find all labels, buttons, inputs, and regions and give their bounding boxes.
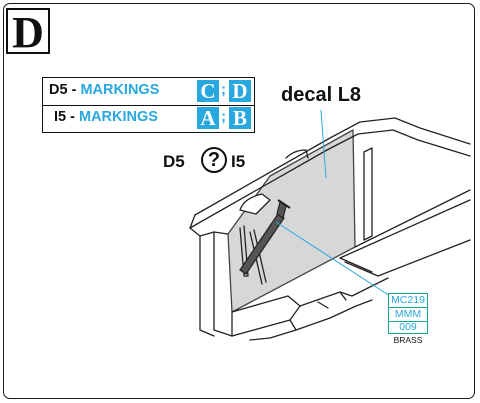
hull-upper-rim (194, 117, 471, 216)
version-i5-label: I5 (231, 152, 246, 171)
marking-option-badge: D (229, 80, 251, 102)
step-frame (3, 3, 475, 399)
separator: ; (221, 81, 226, 98)
decal-l8-panel (227, 129, 356, 313)
markings-version: I5 (54, 109, 67, 125)
part-material: BRASS (393, 335, 423, 345)
separator: ; (221, 108, 226, 125)
question-circle-icon: ? (201, 147, 227, 173)
part-code: MC219 (389, 294, 427, 308)
markings-row-d5: D5 - MARKINGS C ; D (43, 78, 254, 106)
hull-left-wall (199, 235, 215, 337)
step-label-box: D (6, 8, 50, 57)
markings-row-i5: I5 - MARKINGS A ; B (43, 105, 254, 132)
version-d5-label: D5 (163, 152, 185, 171)
markings-label: MARKINGS (80, 82, 160, 98)
markings-label: MARKINGS (78, 109, 158, 125)
part-number-box: MC219 MMM 009 (388, 293, 428, 334)
step-letter: D (12, 8, 44, 57)
marking-option-badge: B (229, 107, 251, 129)
part-leader-line (275, 221, 391, 297)
part-code-line3: 009 (399, 321, 417, 333)
markings-table: D5 - MARKINGS C ; D I5 - MARKINGS A ; B (42, 77, 255, 133)
brass-tube-part (239, 199, 291, 275)
part-code-line2: MMM (389, 308, 427, 322)
marking-option-badge: A (197, 107, 219, 129)
hatch-outline (239, 193, 271, 215)
marking-option-badge: C (197, 80, 219, 102)
decal-leader-line (320, 109, 327, 179)
markings-version: D5 (49, 82, 68, 98)
decal-callout: decal L8 (281, 84, 362, 106)
